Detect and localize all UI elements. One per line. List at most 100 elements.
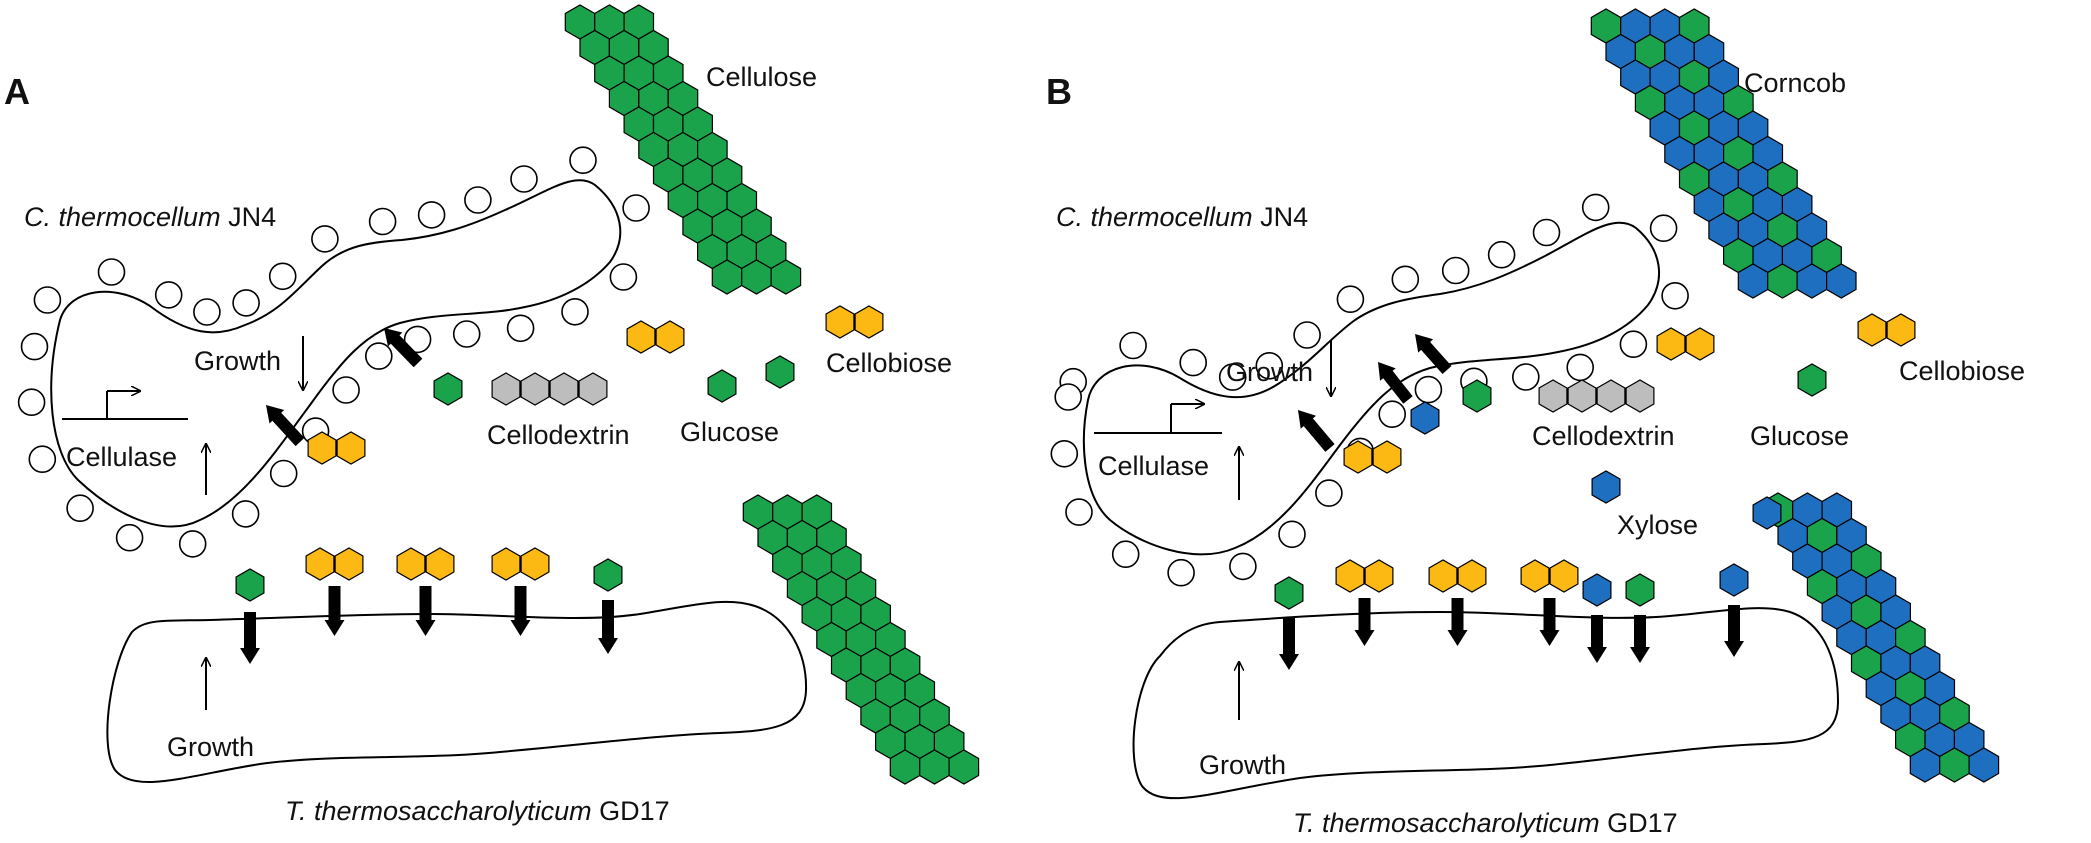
panel-a-cellulose-label: Cellulose [706,62,817,92]
cellulosome-circle [269,459,298,488]
cellulosome-circle [1218,363,1247,391]
panel-a: A Cellulose C. thermocellum JN4 Cellulas… [4,4,980,826]
panel-a-c-thermocellum-cell [50,179,622,528]
cellulosome-circle [1336,285,1365,314]
glucose-hexagon [1462,379,1492,413]
panel-b-t-thermosaccharolyticum-cell [1132,607,1840,800]
glucose-hexagon [1625,573,1655,607]
cellulosome-circle [464,186,492,214]
cellulosome-circle [417,201,446,229]
panel-a-glucose-label: Glucose [680,417,779,447]
panel-b-free-sugars [1343,313,1916,530]
cellobiose-hexagon [1857,313,1887,347]
cellulosome-circle [33,286,62,314]
glucose-hexagon [948,749,980,785]
cellobiose-hexagon [305,547,335,581]
panel-a-cellulase-label: Cellulase [66,442,177,472]
panel-b-uptake-arrows [1298,334,1452,452]
cellulosome-circle [1487,240,1516,269]
uptake-arrow [266,405,305,447]
cellulosome-circle [609,263,638,291]
glucose-hexagon [433,372,463,406]
cellulosome-circle [1167,558,1195,587]
panel-a-cellobiose-label: Cellobiose [826,348,952,378]
import-arrow [598,600,618,654]
cellulosome-circle [510,165,538,193]
cellulosome-circle [1378,400,1406,429]
import-arrow [1539,598,1560,646]
import-arrow [415,586,436,636]
cellulosome-circle [1255,351,1284,380]
cellobiose-hexagon [626,320,656,354]
import-arrow [240,612,260,664]
cellulosome-circle [232,289,260,317]
cellobiose-hexagon [307,431,337,465]
cellulosome-circle [622,194,650,222]
cellulosome-circle [452,320,481,348]
panel-a-t-thermo-label: T. thermosaccharolyticum GD17 [285,796,670,826]
glucose-hexagon [707,369,737,403]
cellobiose-hexagon [491,547,521,581]
panel-a-t-thermosaccharolyticum-cell [106,600,808,783]
cellobiose-hexagon [1520,559,1550,593]
cellulosome-circle [332,376,360,404]
cellulosome-circle [1649,214,1678,242]
cellodextrin-hexagon [1596,379,1626,413]
panel-b-promoter-icon [1094,404,1222,434]
uptake-arrow [1415,334,1452,374]
cellulosome-circle [1532,218,1561,247]
cellulosome-circle [178,530,207,558]
panel-b-cellulase-label: Cellulase [1098,451,1209,481]
cellulosome-circle [403,325,432,354]
panel-b: B Corncob C. thermocellum JN4 Cellulase … [1046,8,2025,838]
glucose-hexagon [1274,576,1304,610]
import-arrow [324,586,345,636]
cellulosome-circle [1512,363,1540,391]
cellulosome-circle [1050,439,1079,468]
cellobiose-hexagon [1549,559,1579,593]
cellulosome-circle [115,523,144,552]
glucose-hexagon [770,259,802,295]
panel-a-promoter-icon [62,391,188,420]
glucose-hexagon [235,568,265,602]
panel-a-cellulosome-circles [17,146,650,558]
panel-a-label: A [4,71,30,112]
cellulosome-circle [1119,331,1147,360]
xylose-hexagon [1719,563,1749,597]
cellulosome-circle [1441,256,1470,285]
cellobiose-hexagon [1335,559,1365,593]
panel-b-growth-label-lower: Growth [1199,750,1286,780]
cellulosome-circle [231,500,260,528]
cellobiose-hexagon [1886,313,1916,347]
cellulosome-circle [364,342,393,370]
cellobiose-hexagon [655,320,685,354]
cellulosome-circle [1566,353,1594,382]
cellulosome-circle [154,281,183,309]
uptake-arrow [1298,410,1335,452]
cellobiose-hexagon [825,305,855,339]
import-arrow [1354,598,1375,646]
cellulosome-circle [1414,375,1443,404]
cellodextrin-hexagon [1625,379,1655,413]
cellobiose-hexagon [1364,559,1394,593]
panel-b-label: B [1046,71,1072,112]
cellulosome-circle [20,332,49,361]
cellulosome-circle [268,262,297,291]
cellulosome-circle [368,207,397,236]
panel-a-growth-label-upper: Growth [194,346,281,376]
cellulosome-circle [1278,520,1306,549]
panel-b-cellobiose-label: Cellobiose [1899,356,2025,386]
cellobiose-hexagon [334,547,364,581]
panel-a-growth-label-lower: Growth [167,732,254,762]
cellobiose-hexagon [1457,559,1487,593]
panel-a-cellodextrin-label: Cellodextrin [487,420,630,450]
cellobiose-hexagon [396,547,426,581]
panel-b-corncob-label: Corncob [1744,68,1846,98]
xylose-hexagon [1591,470,1621,504]
cellodextrin-hexagon [491,372,521,406]
panel-a-free-sugars [307,305,884,465]
cellobiose-hexagon [425,547,455,581]
cellobiose-hexagon [1428,559,1458,593]
